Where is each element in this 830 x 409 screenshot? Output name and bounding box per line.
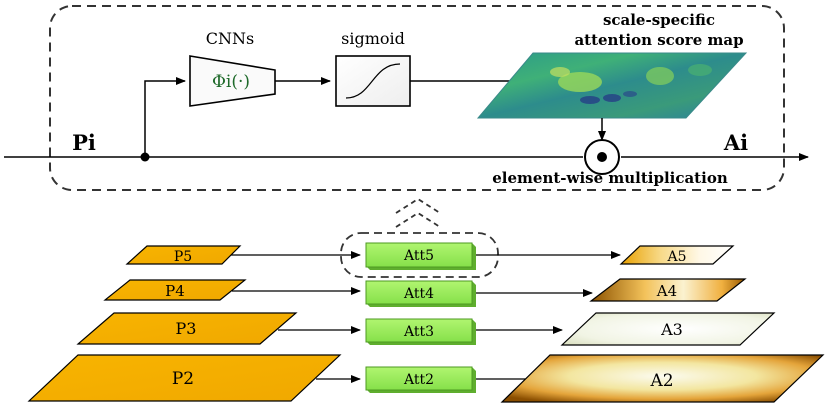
output-a3 (560, 312, 776, 346)
feature-p4-label: P4 (165, 282, 185, 300)
input-label: Pi (72, 130, 96, 155)
phi-label: Φi(·) (212, 72, 250, 92)
score-map-label-line2: attention score map (574, 31, 743, 49)
sigmoid-label: sigmoid (341, 29, 405, 48)
feature-p5 (125, 245, 242, 265)
output-a5-label: A5 (666, 249, 686, 265)
att2-label: Att2 (403, 372, 434, 388)
attention-score-map (476, 52, 748, 119)
att2-block (365, 366, 476, 393)
multiply-dot-icon (597, 152, 607, 162)
feature-p3-label: P3 (176, 319, 197, 338)
att3-block (365, 318, 476, 345)
att5-label: Att5 (403, 248, 434, 264)
mult-label: element-wise multiplication (492, 169, 728, 187)
feature-p2 (27, 354, 342, 402)
att4-label: Att4 (403, 286, 434, 302)
branch-to-cnn-arrow (144, 77, 186, 157)
att5-block (365, 242, 476, 270)
output-a5 (619, 245, 735, 265)
cnn-block (189, 55, 276, 107)
feature-p5-label: P5 (174, 249, 192, 265)
cnn-label: CNNs (206, 29, 254, 48)
output-label: Ai (723, 130, 748, 155)
module-boundary (49, 5, 785, 191)
output-a4-label: A4 (656, 282, 677, 300)
feature-p4 (103, 279, 247, 301)
output-a3-label: A3 (660, 320, 683, 339)
sigmoid-curve-icon (345, 63, 401, 99)
output-a2-label: A2 (649, 371, 673, 391)
att3-label: Att3 (403, 324, 434, 340)
feature-p3 (76, 312, 298, 345)
zoom-chevron-icon (395, 197, 441, 228)
att4-block (365, 280, 476, 307)
output-a4 (589, 278, 747, 302)
score-map-label-line1: scale-specific (603, 11, 715, 29)
feature-p2-label: P2 (172, 369, 194, 389)
output-a2 (500, 354, 825, 403)
